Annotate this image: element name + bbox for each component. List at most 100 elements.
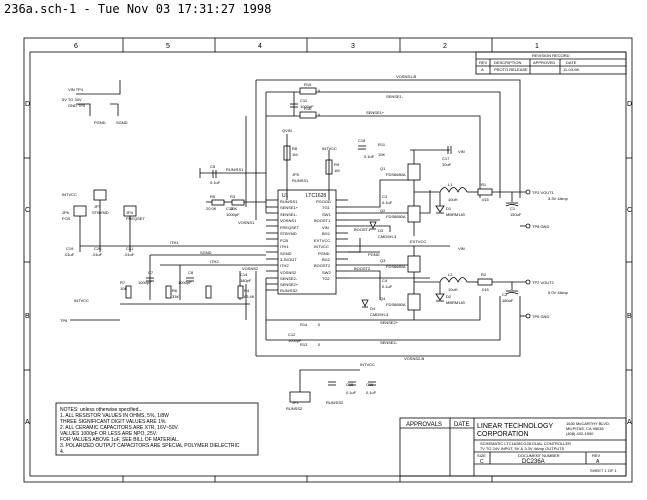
r9-label: R9 [334,162,340,167]
c1-label: C1 [510,206,516,211]
ic-part: LTC1628 [306,193,326,199]
vin-range-label: 5V TO 30V [62,97,82,102]
ic-pin-sw2: SW2 [322,270,331,275]
r7-value: 10K [120,286,127,291]
r8-value: 1M [292,152,298,157]
c2-label: C2 [502,292,508,297]
approved-header: APPROVED [533,60,555,65]
net-label-vin-top: VIN [458,149,465,154]
date-label: DATE [454,422,470,428]
c13-value: 1000pF [226,212,240,217]
drawing-frame [23,37,633,483]
notes-line-6: FOR VALUES ABOVE 1uF, SEE BILL OF MATERI… [60,437,179,443]
ic-pin-freqset: FREQSET [280,225,299,230]
col-label-2: 2 [443,43,447,50]
company-name: LINEAR TECHNOLOGY [477,423,553,430]
ltc1628-ic [277,189,337,295]
row-label-c-right: C [627,207,632,214]
net-label-boost1: BOOST1 [354,227,371,232]
address-1: 1630 McCARTHY BLVD. [566,421,610,426]
approvals-label: APPROVALS [406,422,442,428]
c21-label: C21 [126,246,134,251]
c4-label: C4 [382,278,388,283]
row-label-d-right: D [627,101,632,108]
c16-value: 0.1uF [366,390,377,395]
intvcc-label-top: INTVCC [322,146,337,151]
net-sense1m [266,91,501,198]
c19-label: C19 [66,246,74,251]
c14-label: C14 [240,272,248,277]
ic-pin-tg1: TG1 [322,205,331,210]
rev-value-block: A [596,459,600,465]
c14-value: 180pF [240,278,252,283]
q3-mosfet [407,255,421,273]
net-label-runss2: RUN/SS2 [326,400,344,405]
date-value: 11-03-98 [563,67,579,72]
q2-label: Q2 [380,208,386,213]
address-2: MILPITAS, CA 95035 [566,426,604,431]
q3-value: FDS6680A [386,264,406,269]
row-label-a: A [25,419,30,426]
notes-line-4: 2. ALL CERAMIC CAPACITORS ARE X7R, 16V~5… [60,425,179,431]
ic-ref: U1 [282,193,289,199]
net-label-vosns2b: VOSNS2-B [404,356,425,361]
r2-value: .015 [481,287,490,292]
r6-value: 33K [172,294,179,299]
ic-pin-runss1: RUN/SS1 [280,199,298,204]
notes-line-8: 4. [60,449,64,455]
col-label-5: 5 [166,43,170,50]
c12-value: 1000pF [288,338,302,343]
ic-pin-vin: VIN [322,225,329,230]
notes-line-5: VALUES 1000pF OR LESS ARE NPO, 25V. [60,431,157,437]
net-label-ith1: ITH1 [170,240,179,245]
c21-value: .01uF [124,252,135,257]
ic-pin-sgnd: SGND [280,251,292,256]
ic-pin-bg1: BG1 [322,231,331,236]
c12-label: C12 [288,332,296,337]
gnd-testpoint: GND TP5 [68,103,86,108]
net-label-sense1m: SENSE1- [386,94,404,99]
jp1-name: RUNSS2 [286,406,303,411]
col-label-1: 1 [535,43,539,50]
row-label-a-right: A [627,419,632,426]
c3-label: C3 [382,194,388,199]
q1-label: Q1 [380,166,386,171]
ic-pin-vosns2: VOSNS2 [280,270,297,275]
notes-line-1: NOTES: unless otherwise specified... [60,407,143,413]
d2-value: MBRM140 [446,300,466,305]
net-label-boost2: BOOST2 [354,266,371,271]
ic-pin-runss2: RUN/SS2 [280,288,298,293]
r5-value: 20.0K [206,206,217,211]
row-label-b: B [25,313,30,320]
d4-label: D4 [370,306,376,311]
ic-pin-boost1: BOOST1 [314,218,331,223]
jp7-label: JP7 [94,204,102,209]
jp1-label: JP1 [292,400,300,405]
intvcc-label-left: INTVCC [62,192,77,197]
r1-value: .015 [481,197,490,202]
q4-label: Q4 [380,296,386,301]
c13-label: C13 [226,206,234,211]
vout1-spec: 3.3V 4Amp [548,196,569,201]
sgnd-label: SGND [116,120,128,125]
ic-pin-extvcc: EXTVCC [314,238,330,243]
c17-value: 10uF [442,162,452,167]
l2-value: 10uH [448,287,458,292]
c1-value: 150uF [510,212,522,217]
l2-label: L2 [448,272,453,277]
d4-value: CMDSH-3 [370,312,389,317]
date-header: DATE [566,60,577,65]
r3-label: R3 [230,194,236,199]
c15-value: 0.1uF [346,390,357,395]
c11-label: C11 [300,98,308,103]
ic-pin-tg2: TG2 [322,276,331,281]
net-label-ith2: ITH2 [210,259,219,264]
c4-value: 0.1uF [382,284,393,289]
docnum-value: DC236A [522,459,545,465]
notes-box [55,402,259,456]
schematic-title-2: 7V TO 24V INPUT, 5V & 3.3V 4Amp OUTPUTS [480,446,565,451]
company-name-2: CORPORATION [477,431,529,438]
net-label-vin: VIN [458,246,465,251]
ic-pin-ith2: ITH2 [280,263,289,268]
ic-pin-sense1p: SENSE1+ [280,205,299,210]
